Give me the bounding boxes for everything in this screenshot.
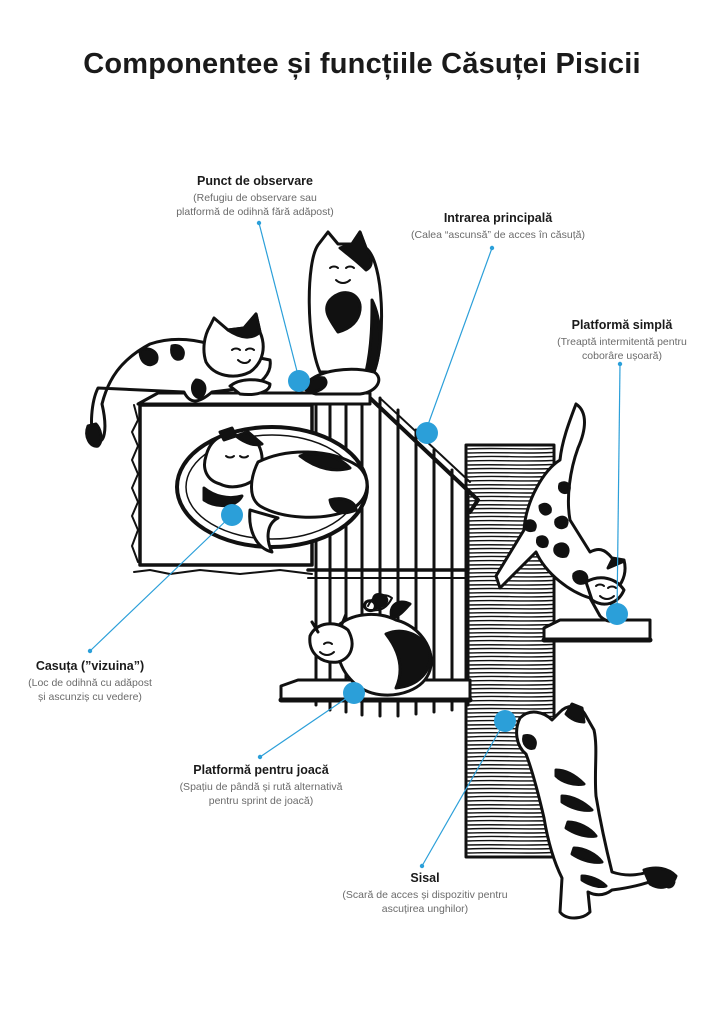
sisal-rope-line [467, 607, 553, 610]
label-title: Platformă pentru joacă [193, 763, 329, 777]
sisal-rope-line [467, 623, 553, 626]
sisal-rope-line [467, 679, 553, 682]
sisal-rope-line [467, 639, 553, 642]
cat-playing [308, 593, 433, 697]
sisal-rope-line [467, 839, 553, 842]
label-title: Casuța (”vizuina”) [35, 659, 145, 673]
marker-sisal [494, 710, 516, 732]
sisal-rope-line [467, 703, 553, 706]
marker-punct-observare [288, 370, 310, 392]
blue-markers [221, 370, 628, 732]
label-desc: (Spațiu de pândă și rută alternativă [179, 781, 343, 793]
label-intrare-principala: Intrarea principală (Calea “ascunsă” de … [378, 211, 618, 242]
sisal-rope-line [467, 463, 553, 466]
label-sisal: Sisal (Scară de acces și dispozitiv pent… [310, 871, 540, 916]
label-title: Punct de observare [196, 174, 313, 188]
sisal-rope-line [467, 579, 553, 582]
label-title: Sisal [410, 871, 440, 885]
sisal-rope-line [467, 691, 553, 694]
label-desc: (Calea “ascunsă” de acces în căsuță) [411, 229, 585, 241]
sisal-rope-line [467, 671, 553, 674]
label-desc: (Refugiu de observare sau [193, 192, 317, 204]
label-desc: platformă de odihnă fără adăpost) [176, 206, 334, 218]
sisal-rope-line [467, 459, 553, 462]
sisal-rope-line [467, 651, 553, 654]
sisal-rope-line [467, 823, 553, 826]
marker-platforma-joaca [343, 682, 365, 704]
sisal-rope-line [467, 451, 553, 454]
sisal-rope-line [467, 455, 553, 458]
label-desc: pentru sprint de joacă) [208, 795, 314, 807]
sisal-rope-line [467, 591, 553, 594]
sisal-rope-line [467, 819, 553, 822]
sisal-rope-line [467, 847, 553, 850]
sisal-rope-line [467, 631, 553, 634]
sisal-rope-line [467, 599, 553, 602]
sisal-rope-line [467, 835, 553, 838]
sisal-rope-line [467, 583, 553, 586]
page-title: Componentee și funcțiile Căsuței Pisicii [83, 48, 641, 80]
sisal-rope-line [467, 595, 553, 598]
label-desc: și ascunziș cu vedere) [38, 691, 142, 703]
sisal-rope-line [467, 643, 553, 646]
cat-jumping-spotted [494, 402, 627, 623]
sisal-rope-line [467, 675, 553, 678]
label-desc: (Treaptă intermitentă pentru [557, 336, 687, 348]
cat-sitting-top [303, 230, 384, 396]
sisal-rope-line [467, 655, 553, 658]
sisal-rope-line [467, 627, 553, 630]
sisal-rope-line [467, 843, 553, 846]
label-platforma-simpla: Platformă simplă (Treaptă intermitentă p… [528, 318, 716, 363]
sisal-rope-line [467, 851, 553, 854]
label-casuta: Casuța (”vizuina”) (Loc de odihnă cu adă… [10, 659, 170, 704]
sisal-rope-line [467, 663, 553, 666]
label-title: Intrarea principală [443, 211, 553, 225]
simple-platform [541, 618, 653, 643]
sisal-rope-line [467, 683, 553, 686]
sisal-rope-line [467, 475, 553, 478]
label-title: Platformă simplă [571, 318, 673, 332]
sisal-rope-line [467, 695, 553, 698]
label-desc: (Scară de acces și dispozitiv pentru [342, 889, 508, 901]
sisal-rope-line [467, 635, 553, 638]
leader-lines [89, 222, 621, 867]
label-desc: ascuțirea unghilor) [381, 903, 469, 915]
label-platforma-joaca: Platformă pentru joacă (Spațiu de pândă … [150, 763, 372, 808]
cat-climbing-striped [515, 702, 678, 920]
sisal-rope-line [467, 619, 553, 622]
marker-casuta [221, 504, 243, 526]
sisal-rope-line [467, 467, 553, 470]
marker-intrare-principala [416, 422, 438, 444]
sisal-rope-line [467, 827, 553, 830]
label-punct-observare: Punct de observare (Refugiu de observare… [130, 174, 380, 219]
sisal-rope-line [467, 807, 553, 810]
sisal-rope-line [467, 603, 553, 606]
sisal-rope-line [467, 699, 553, 702]
sisal-rope-line [467, 667, 553, 670]
sisal-rope-line [467, 687, 553, 690]
label-desc: (Loc de odihnă cu adăpost [28, 677, 152, 689]
sisal-rope-line [467, 611, 553, 614]
sisal-rope-line [467, 587, 553, 590]
cat-sleeping-house [202, 426, 369, 554]
cat-lying-left [85, 312, 272, 448]
label-desc: coborâre ușoară) [582, 350, 662, 362]
sisal-rope-line [467, 659, 553, 662]
sisal-rope-line [467, 707, 553, 710]
sisal-rope-line [467, 811, 553, 814]
sisal-rope-line [467, 471, 553, 474]
marker-platforma-simpla [606, 603, 628, 625]
sisal-rope-line [467, 831, 553, 834]
sisal-rope-line [467, 815, 553, 818]
sisal-rope-line [467, 447, 553, 450]
sisal-rope-line [467, 647, 553, 650]
sisal-rope-line [467, 615, 553, 618]
